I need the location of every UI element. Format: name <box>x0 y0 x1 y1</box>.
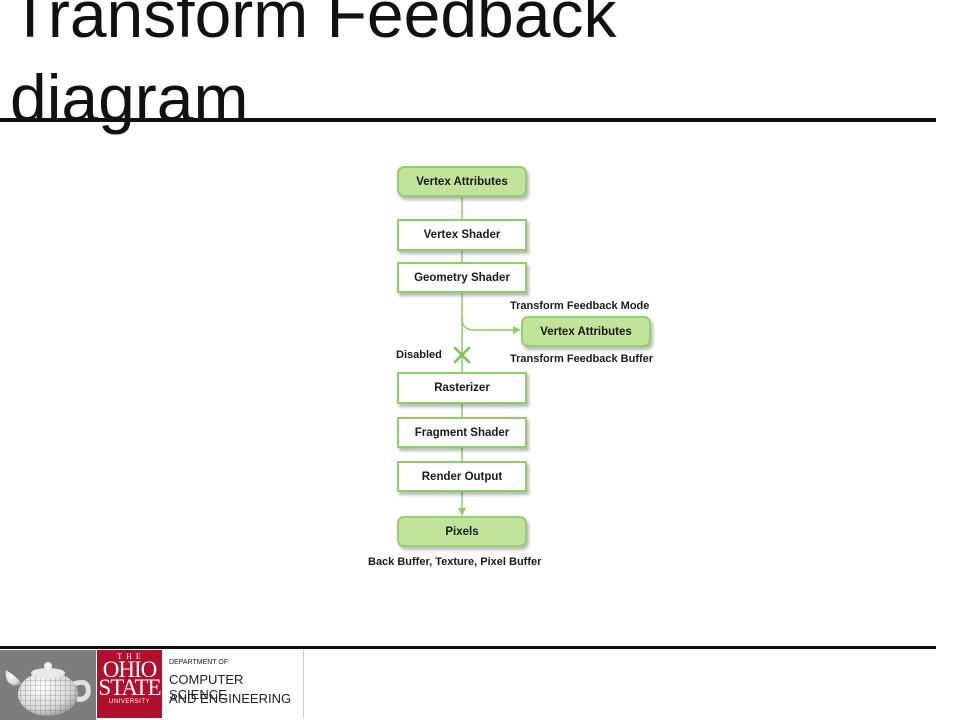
connector-to-feedback-buffer <box>461 317 516 331</box>
arrowhead-pixels <box>458 508 466 516</box>
slide-title-line-1: Transform Feedback <box>10 0 617 51</box>
node-vertex-shader-label: Vertex Shader <box>423 229 501 241</box>
label-disabled: Disabled <box>396 349 442 361</box>
node-fragment-shader-label: Fragment Shader <box>414 426 510 439</box>
node-rasterizer: Rasterizer <box>397 372 527 404</box>
teapot-image <box>0 650 96 720</box>
footer-divider <box>0 646 936 649</box>
teapot-icon <box>0 650 96 720</box>
logo-the: THE <box>117 652 145 661</box>
node-fragment-shader: Fragment Shader <box>397 417 527 448</box>
department-line-1: COMPUTER SCIENCE <box>169 672 244 702</box>
node-render-output: Render Output <box>397 461 527 492</box>
node-vertex-attributes: Vertex Attributes <box>397 166 527 197</box>
node-render-output-label: Render Output <box>421 470 503 483</box>
department-of: DEPARTMENT OF <box>169 659 229 666</box>
ohio-state-logo: THE OHIO STATE UNIVERSITY <box>97 650 162 718</box>
department-name: DEPARTMENT OF COMPUTER SCIENCE AND ENGIN… <box>163 650 304 718</box>
department-line-2: AND ENGINEERING <box>169 691 292 706</box>
node-vertex-shader: Vertex Shader <box>397 219 527 251</box>
logo-university: UNIVERSITY <box>108 699 150 705</box>
node-feedback-vertex-attributes: Vertex Attributes <box>521 316 651 347</box>
node-pixels-label: Pixels <box>445 525 479 538</box>
label-transform-feedback-buffer: Transform Feedback Buffer <box>510 353 654 365</box>
slide-title: Transform Feedback diagram <box>10 0 910 140</box>
node-rasterizer-label: Rasterizer <box>434 382 490 394</box>
logo-state: STATE <box>98 675 161 700</box>
node-feedback-vertex-attributes-label: Vertex Attributes <box>540 325 632 338</box>
node-pixels: Pixels <box>397 516 527 547</box>
footer-branding: THE OHIO STATE UNIVERSITY DEPARTMENT OF … <box>0 650 305 720</box>
disabled-x-icon <box>453 346 471 364</box>
title-divider <box>0 118 936 122</box>
logo-ohio: OHIO <box>102 657 158 682</box>
node-vertex-attributes-label: Vertex Attributes <box>416 175 508 188</box>
arrowhead-feedback <box>513 326 521 334</box>
node-geometry-shader: Geometry Shader <box>397 262 527 293</box>
slide-title-line-2: diagram <box>10 61 249 135</box>
label-pixels-caption: Back Buffer, Texture, Pixel Buffer <box>368 556 542 568</box>
node-geometry-shader-label: Geometry Shader <box>414 271 510 284</box>
label-transform-feedback-mode: Transform Feedback Mode <box>510 300 650 312</box>
